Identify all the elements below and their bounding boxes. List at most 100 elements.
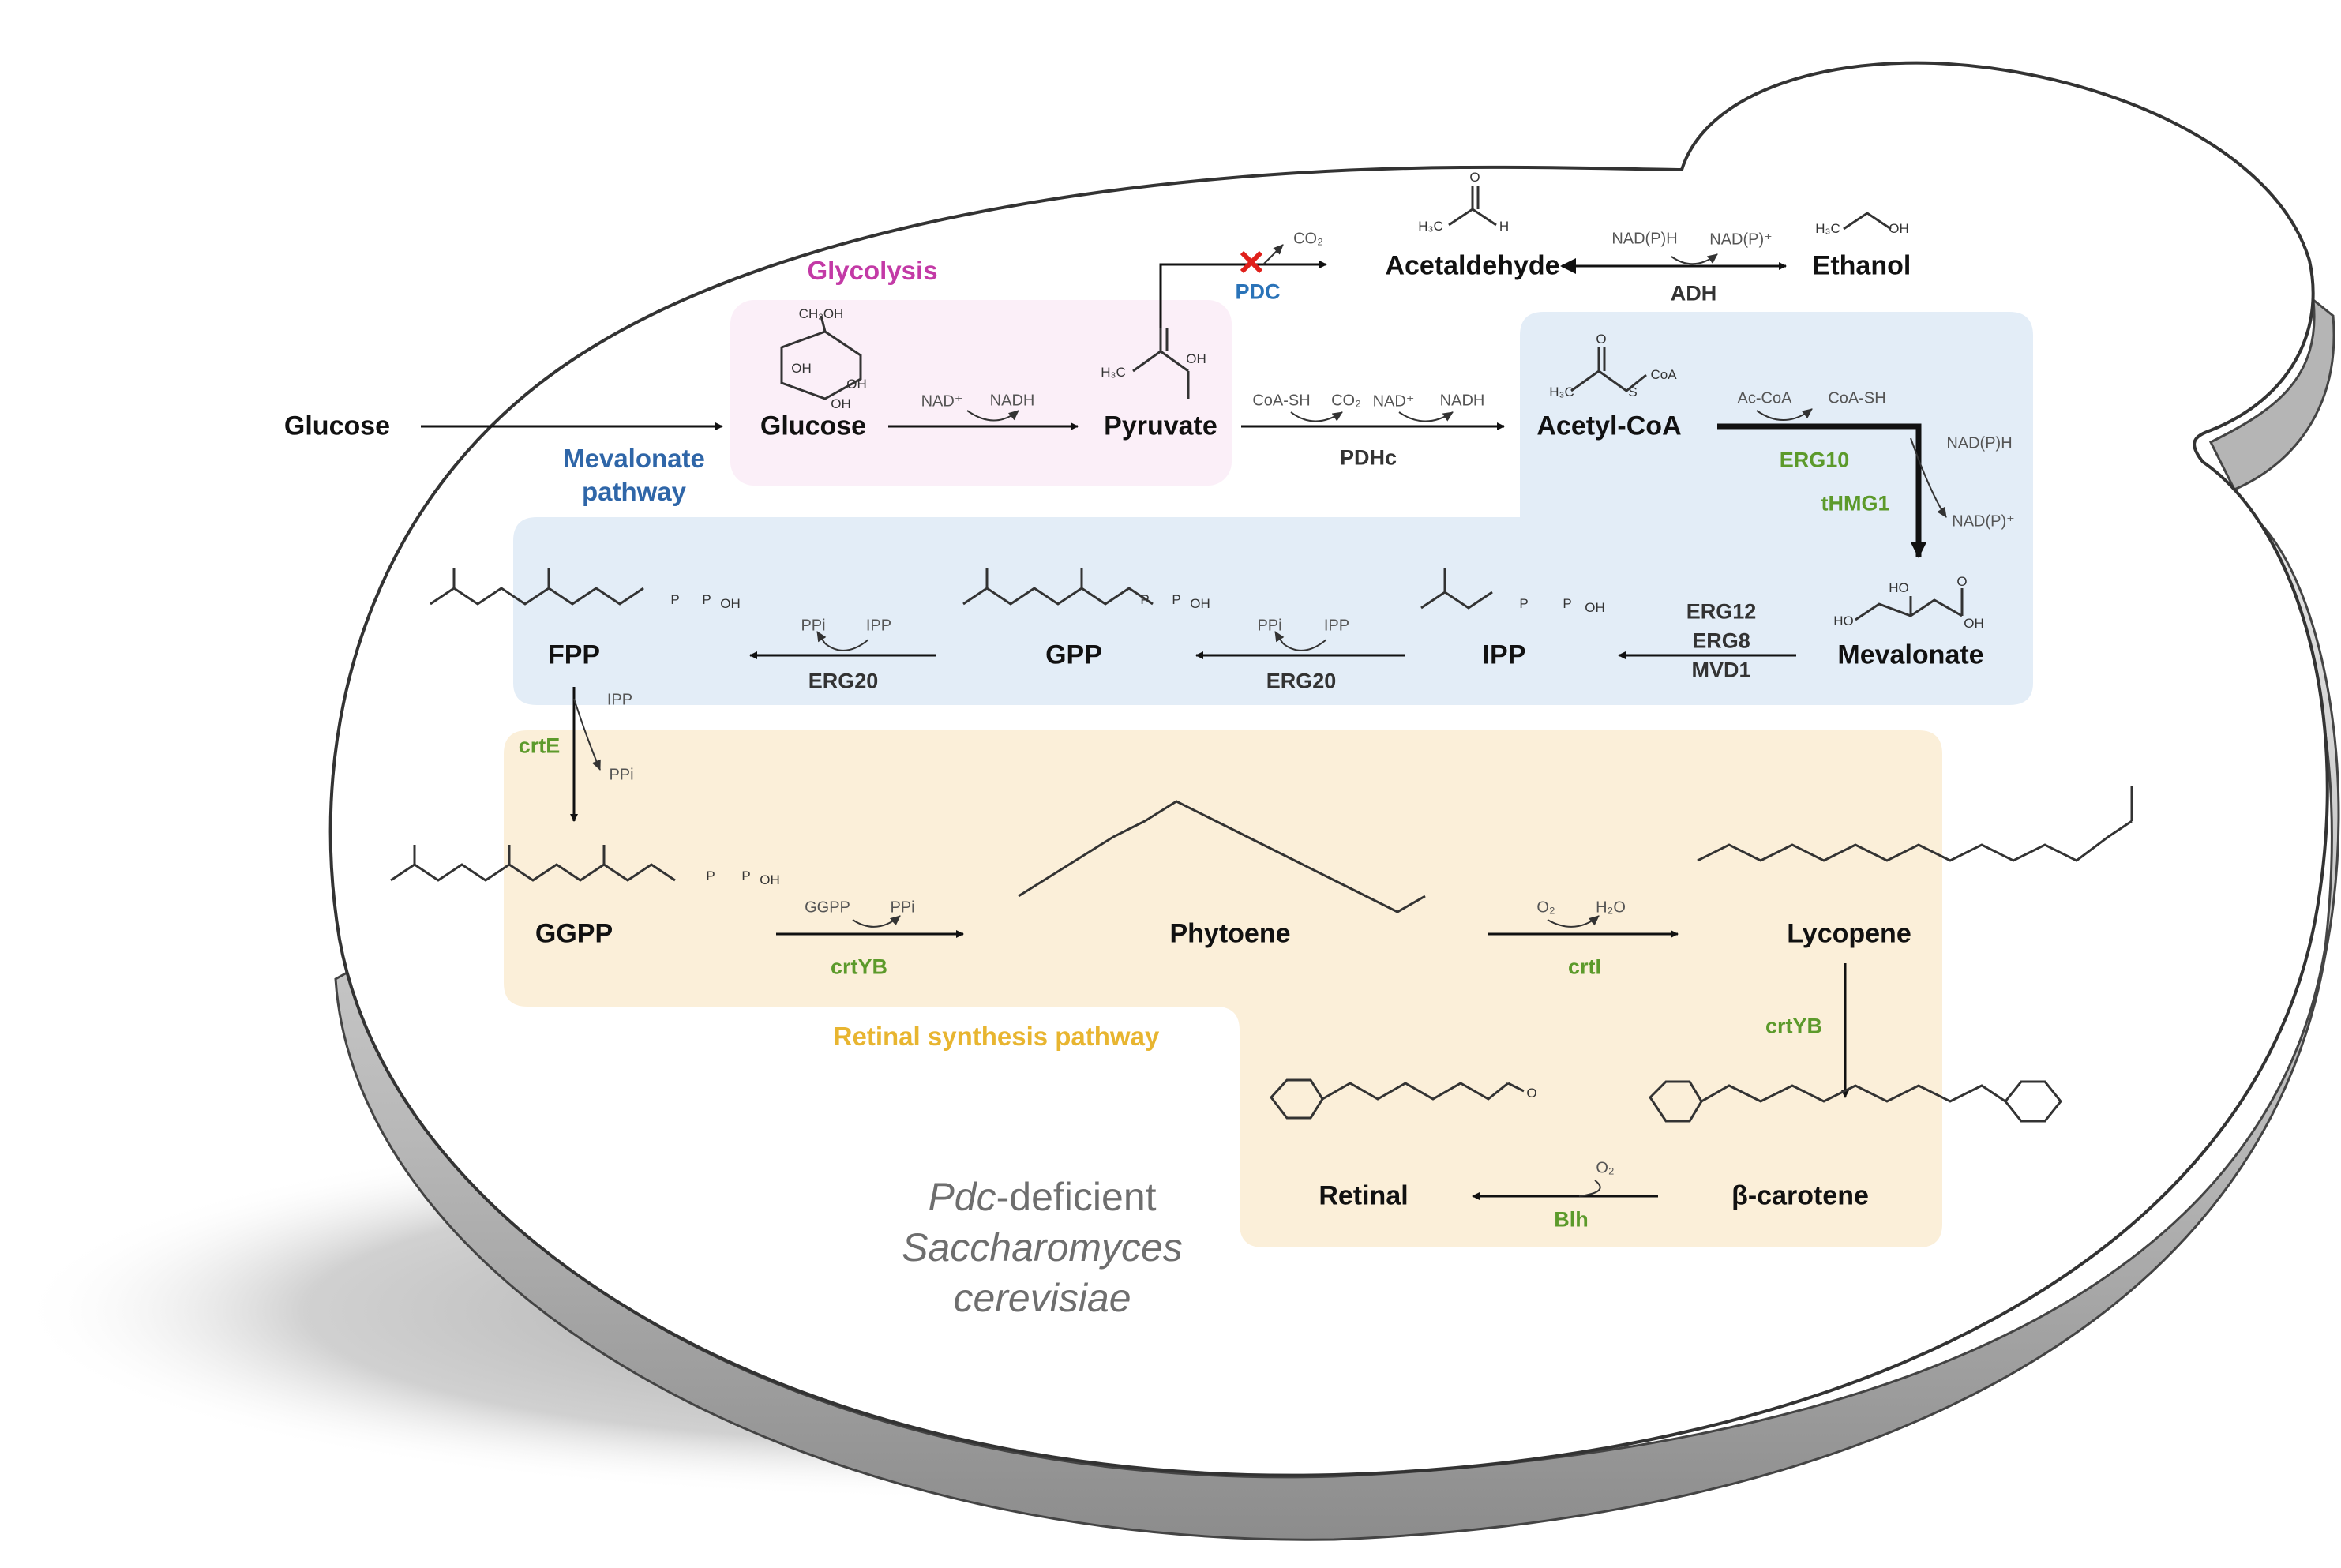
atom-oh-glucose-2: OH (846, 377, 867, 392)
enzyme-crte: crtE (518, 733, 561, 758)
atom-o-acetaldehyde: O (1469, 170, 1480, 185)
arc-pdc-co2 (1262, 244, 1284, 265)
acetylcoa-structure-icon (1570, 347, 1647, 392)
atom-oh-ipp: OH (1585, 600, 1605, 615)
atom-ch2oh: CH₂OH (798, 306, 844, 321)
cofactor-ppi-gpp: PPi (1257, 617, 1282, 635)
metabolite-gpp: GPP (1045, 640, 1102, 670)
metabolite-lycopene: Lycopene (1787, 918, 1911, 949)
atom-h-acetaldehyde: H (1499, 219, 1510, 234)
enzyme-erg10: ERG10 (1779, 448, 1850, 472)
atom-p-gpp: P (1140, 592, 1150, 607)
enzyme-adh: ADH (1670, 281, 1717, 306)
atom-ho-mevalonate-2: HO (1833, 613, 1854, 628)
gpp-structure-icon (962, 568, 1154, 606)
retinal-box (504, 730, 1942, 1247)
arrow-acetylcoa-mevalonate (1717, 423, 1926, 558)
cofactor-ac-coa: Ac-CoA (1737, 389, 1792, 407)
arc-pdh-nad (1398, 411, 1454, 422)
metabolite-glucose-outside: Glucose (283, 411, 391, 441)
cofactor-ipp-fpp: IPP (865, 617, 892, 635)
atom-oh-gpp: OH (1190, 596, 1210, 611)
atom-ho-mevalonate-1: HO (1889, 580, 1909, 595)
atom-p-ipp: P (1519, 596, 1529, 611)
pdc-block-x (1240, 250, 1263, 274)
atom-oh-glucose-1: OH (791, 361, 812, 376)
enzyme-erg12: ERG12 (1686, 599, 1757, 624)
metabolite-acetaldehyde: Acetaldehyde (1385, 250, 1560, 281)
metabolite-glucose: Glucose (760, 411, 867, 441)
cofactor-coash-erg10: CoA-SH (1828, 389, 1886, 407)
bud-rim (2208, 297, 2335, 491)
metabolite-fpp: FPP (547, 640, 601, 670)
atom-oh-pyruvate: OH (1186, 351, 1206, 366)
enzyme-erg8: ERG8 (1692, 628, 1750, 653)
mevalonate-structure-icon (1855, 588, 1964, 621)
mevalonate-box (513, 312, 2033, 705)
organism-line1-rest: -deficient (996, 1175, 1157, 1219)
retinal-pathway-label: Retinal synthesis pathway (833, 1022, 1160, 1051)
glycolysis-label: Glycolysis (807, 256, 938, 285)
cofactor-coash-pdh: CoA-SH (1252, 392, 1311, 410)
enzyme-pdc: PDC (1235, 279, 1281, 304)
arc-erg10 (1756, 408, 1813, 421)
cofactor-nad-pdh: NAD⁺ (1372, 392, 1415, 411)
enzyme-mvd1: MVD1 (1691, 658, 1751, 682)
pyruvate-structure-icon (1132, 328, 1190, 399)
cofactor-ipp-crte: IPP (606, 691, 633, 709)
atom-oh-fpp: OH (720, 596, 741, 611)
retinal-structure-icon (1270, 1078, 1525, 1120)
atom-h3c-ethanol: H₃C (1815, 221, 1840, 236)
atom-h3c-acetaldehyde: H₃C (1418, 219, 1443, 234)
enzyme-erg20-gpp: ERG20 (808, 669, 879, 693)
arrow-pdc (1159, 261, 1327, 332)
atom-o-mevalonate: O (1956, 574, 1968, 589)
atom-p-ggpp: P (706, 868, 715, 883)
enzyme-pdhc: PDHc (1339, 445, 1397, 470)
atom-s-acetylcoa: S (1628, 384, 1638, 400)
atom-p-fpp-2: P (702, 592, 711, 607)
cofactor-ipp-gpp: IPP (1323, 617, 1350, 635)
metabolite-ggpp: GGPP (535, 918, 613, 949)
atom-oh-ethanol: OH (1889, 221, 1909, 236)
arc-erg20-a (824, 639, 869, 651)
cofactor-co2-pdc: CO₂ (1293, 230, 1323, 248)
atom-oh-ggpp: OH (760, 872, 780, 887)
metabolite-phytoene: Phytoene (1169, 918, 1291, 949)
cofactor-ppi-fpp: PPi (801, 617, 826, 635)
arc-crti (1547, 915, 1600, 928)
organism-label: Pdc-deficient Saccharomyces cerevisiae (902, 1172, 1183, 1323)
metabolite-acetyl-coa: Acetyl-CoA (1536, 411, 1682, 441)
cofactor-nadph-hmg: NAD(P)H (1946, 434, 2013, 452)
metabolite-ipp: IPP (1482, 640, 1526, 670)
cofactor-nad-glycolysis: NAD⁺ (921, 392, 963, 411)
arc-erg20-a-ppi (816, 631, 827, 644)
metabolite-mevalonate: Mevalonate (1837, 640, 1984, 670)
enzyme-crtyb-ggpp: crtYB (830, 955, 888, 979)
atom-p-ggpp-2: P (741, 868, 751, 883)
atom-coa-acetylcoa: CoA (1650, 367, 1677, 382)
betacarotene-structure-icon (1649, 1080, 2062, 1123)
cofactor-nadp-hmg: NAD(P)⁺ (1952, 512, 2015, 531)
cofactor-co2-pdh: CO₂ (1331, 392, 1361, 410)
cofactor-ppi-crtyb: PPi (890, 898, 915, 917)
atom-p-ipp-2: P (1563, 596, 1572, 611)
metabolite-beta-carotene: β-carotene (1731, 1180, 1869, 1211)
atom-o-acetylcoa: O (1596, 332, 1607, 347)
enzyme-erg20-ipp: ERG20 (1266, 669, 1337, 693)
enzyme-crtyb-lycopene: crtYB (1765, 1014, 1823, 1038)
glycolysis-box (730, 300, 1232, 486)
atom-o-retinal: O (1526, 1086, 1537, 1101)
arc-crtyb (852, 915, 901, 928)
atom-p-gpp-2: P (1172, 592, 1181, 607)
cofactor-ppi-crte: PPi (609, 766, 634, 784)
fpp-structure-icon (430, 568, 644, 606)
arc-pdh-coash (1290, 411, 1343, 422)
arc-crte (573, 698, 601, 771)
cofactor-nadp-adh: NAD(P)⁺ (1709, 231, 1773, 249)
acetaldehyde-structure-icon (1448, 186, 1497, 227)
cofactor-o2-crti: O₂ (1536, 898, 1555, 917)
phytoene-structure-icon (1018, 800, 1426, 913)
arc-erg20-b-ppi (1274, 631, 1285, 644)
